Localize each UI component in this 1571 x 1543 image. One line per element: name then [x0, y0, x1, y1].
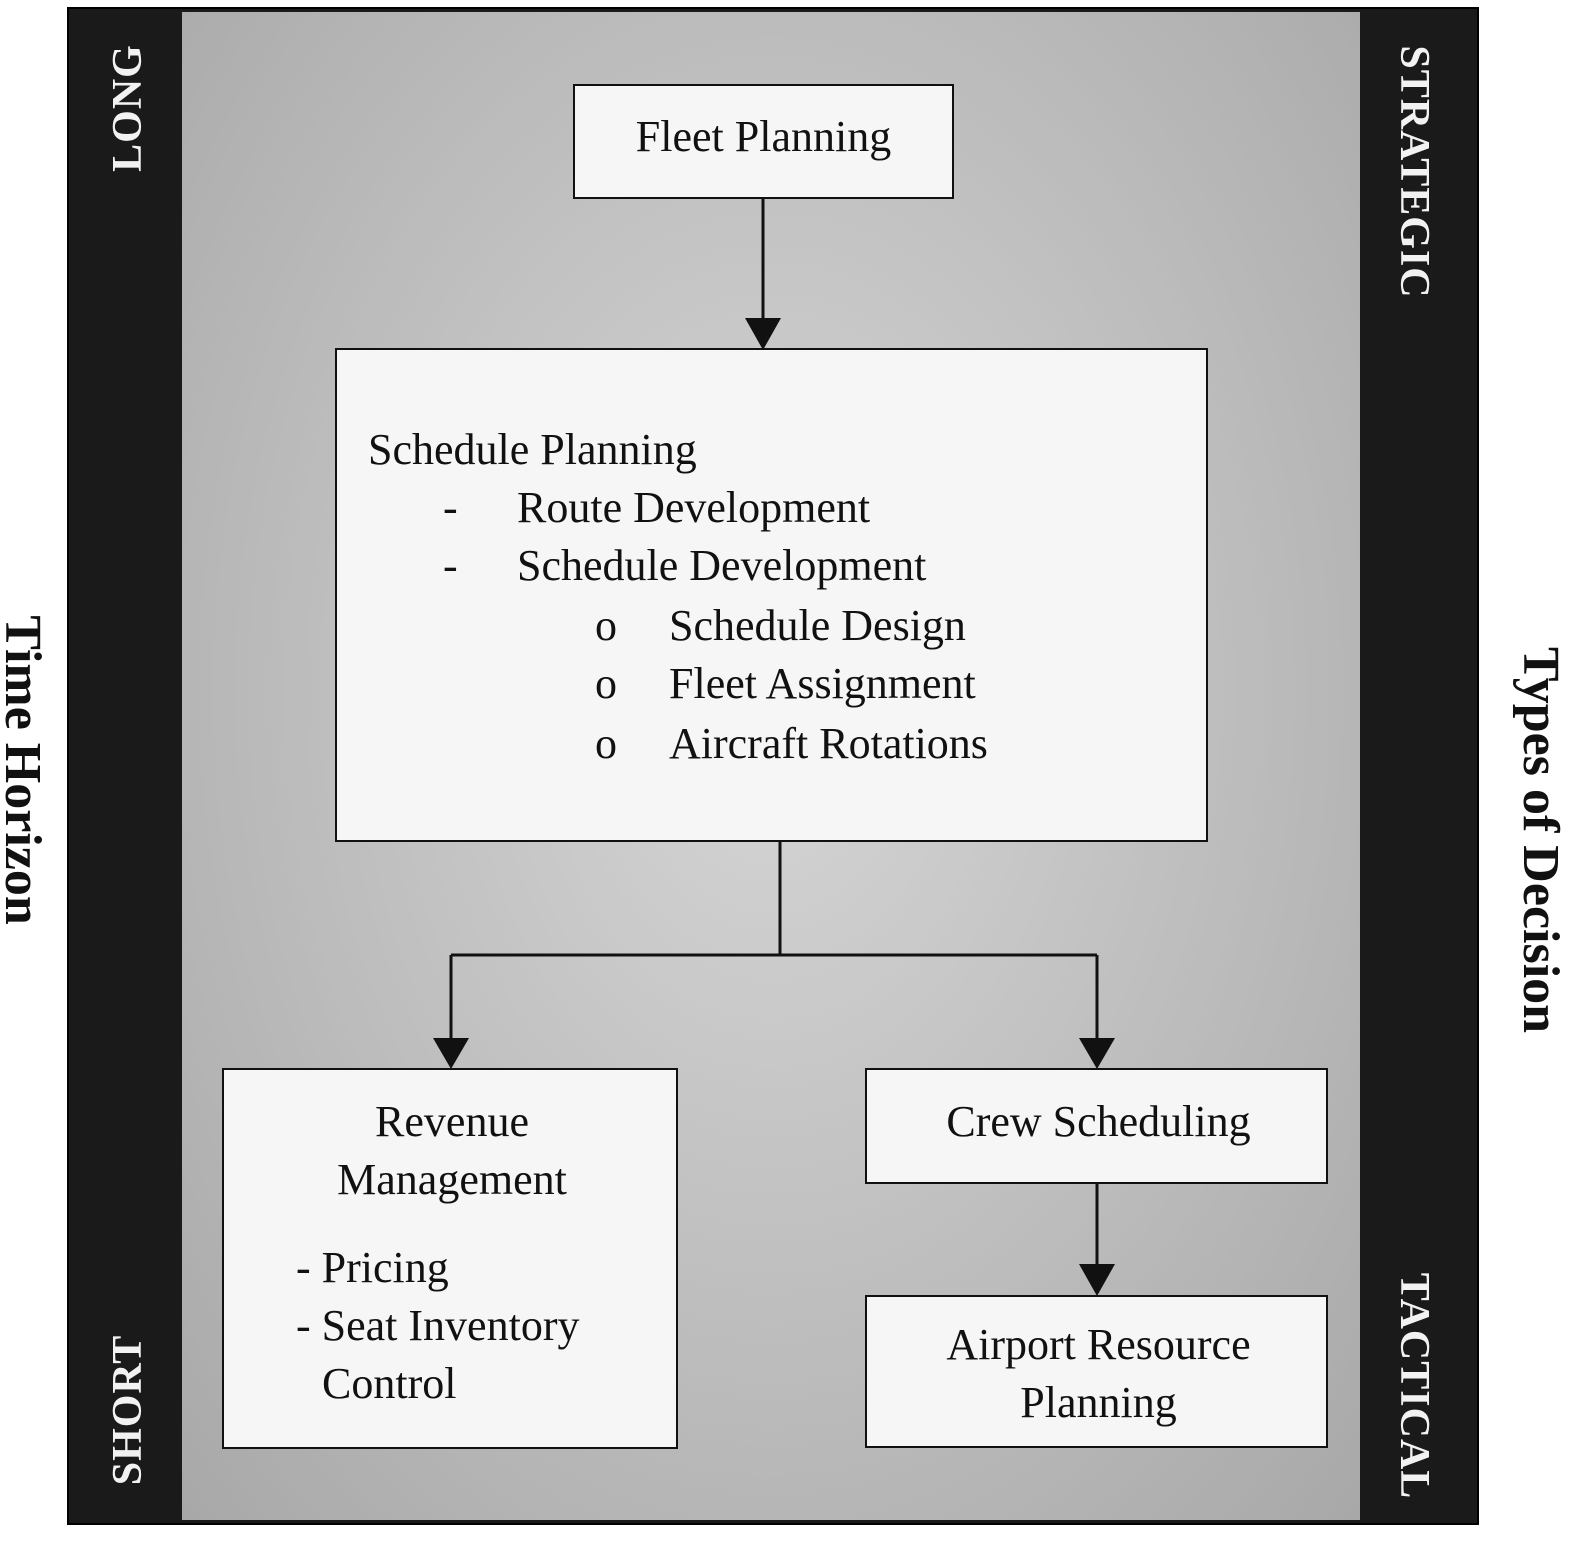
bullet-marker: o — [595, 601, 617, 650]
schedule-design-item: Schedule Design — [669, 601, 966, 650]
seat-inventory-control-item: Control — [322, 1359, 457, 1408]
arrowhead-schedule — [745, 318, 781, 350]
bullet-marker: o — [595, 719, 617, 768]
seat-inventory-item: - Seat Inventory — [296, 1301, 580, 1350]
route-development-item: Route Development — [517, 483, 871, 532]
arrowhead-crew — [1079, 1038, 1115, 1069]
arrowhead-revenue — [433, 1038, 469, 1069]
dash-marker: - — [443, 541, 458, 590]
airport-resource-planning-box: Airport Resource Planning — [865, 1295, 1328, 1448]
revenue-title-line1: Revenue — [375, 1097, 529, 1146]
revenue-title-line2: Management — [337, 1155, 567, 1204]
schedule-development-item: Schedule Development — [517, 541, 927, 590]
aircraft-rotations-item: Aircraft Rotations — [669, 719, 988, 768]
fleet-assignment-item: Fleet Assignment — [669, 659, 976, 708]
crew-scheduling-title: Crew Scheduling — [946, 1097, 1251, 1146]
bullet-marker: o — [595, 659, 617, 708]
schedule-planning-box: Schedule Planning - Route Development - … — [335, 348, 1208, 842]
arrowhead-airport — [1079, 1264, 1115, 1296]
fleet-planning-box: Fleet Planning — [573, 84, 954, 199]
airport-title-line2: Planning — [1020, 1378, 1177, 1427]
dash-marker: - — [443, 483, 458, 532]
schedule-planning-title: Schedule Planning — [368, 425, 697, 474]
crew-scheduling-box: Crew Scheduling — [865, 1068, 1328, 1184]
airport-title-line1: Airport Resource — [946, 1320, 1251, 1369]
fleet-planning-title: Fleet Planning — [635, 112, 892, 161]
revenue-management-box: Revenue Management - Pricing - Seat Inve… — [222, 1068, 678, 1449]
pricing-item: - Pricing — [296, 1243, 449, 1292]
